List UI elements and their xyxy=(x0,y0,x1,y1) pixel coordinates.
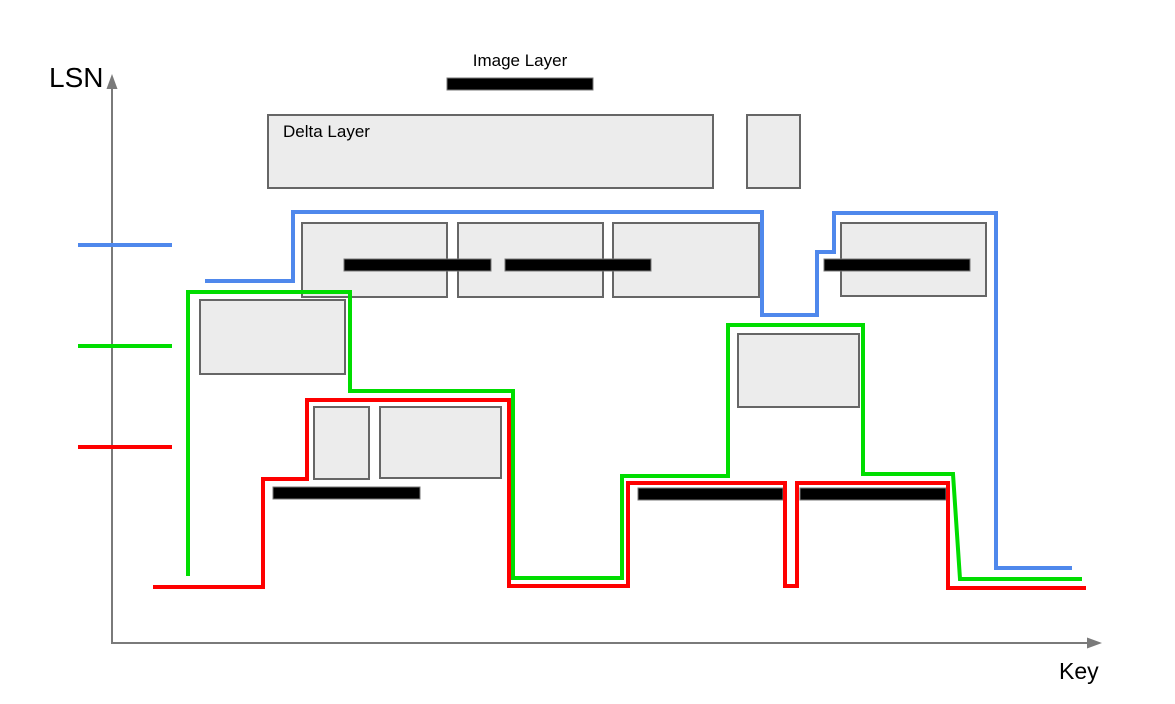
image-layer-bar xyxy=(799,487,947,501)
image-layer-legend-label: Image Layer xyxy=(472,51,568,70)
delta-layer-legend-box xyxy=(267,114,714,189)
image-layer-bar xyxy=(637,487,784,501)
x-axis-arrow-icon xyxy=(1087,637,1102,649)
image-layer-legend-bar xyxy=(446,77,594,91)
delta-layer-box xyxy=(737,333,860,408)
delta-layer-box xyxy=(746,114,801,189)
image-layer-bar xyxy=(823,258,971,272)
image-layer-bar xyxy=(504,258,652,272)
delta-layer-box xyxy=(379,406,502,479)
delta-layer-box xyxy=(199,299,346,375)
y-axis-arrow-icon xyxy=(106,74,118,89)
y-axis-label: LSN xyxy=(49,62,104,93)
lsn-line-blue xyxy=(205,210,1072,570)
lsn-line-red xyxy=(153,398,1086,590)
delta-layer-box xyxy=(313,406,370,480)
delta-layer-box xyxy=(612,222,760,298)
image-layer-bar xyxy=(272,486,421,500)
delta-layer-legend-label: Delta Layer xyxy=(283,122,370,141)
image-layer-bar xyxy=(343,258,492,272)
x-axis-label: Key xyxy=(1059,658,1099,684)
lsn-line-green xyxy=(186,290,1082,581)
